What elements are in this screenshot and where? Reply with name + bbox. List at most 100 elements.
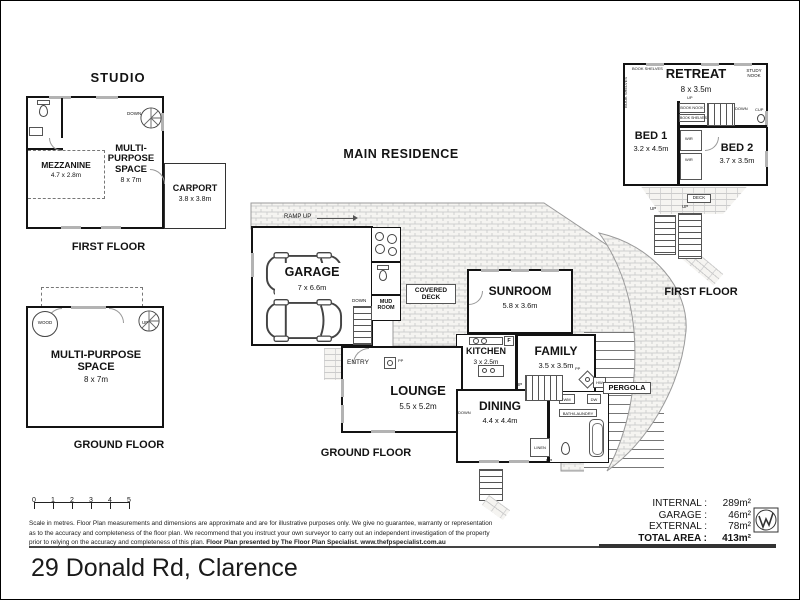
window-mark [341,405,344,423]
window-mark [161,113,164,131]
room-dims: 3 x 2.5m [473,358,499,366]
spiral-stairs-icon [140,107,162,129]
ramp-up-label: RAMP UP [284,214,312,220]
room-name: MULTI-PURPOSE SPACE [107,143,155,175]
window-mark [49,96,71,99]
window-mark [765,111,768,127]
lounge-room [341,346,463,433]
area-value: 413m² [722,532,751,544]
stairs-up-label: UP [650,206,657,211]
bed1-label: BED 1 3.2 x 4.5m [625,130,677,155]
stairs-up-label: UP [682,204,689,209]
toilet-icon [561,442,570,455]
area-value: 78m² [728,521,751,532]
stairs [707,103,735,126]
book-shelves-label: BOOK SHELVES [679,114,707,122]
stairs [678,213,702,259]
studio-title: STUDIO [90,70,146,85]
room-dims: 8 x 7m [120,176,142,184]
window-mark [509,460,529,463]
book-shelves-label: BOOK SHELVES [632,66,663,71]
area-value: 289m² [722,498,751,509]
heater-flue-icon [387,360,393,366]
scale-tick-label: 2 [70,497,74,504]
scale-tick-label: 4 [108,497,112,504]
room-dims: 5.8 x 3.6m [502,300,538,310]
room-dims: 8 x 3.5m [680,85,712,95]
room-name: RETREAT [665,66,727,81]
bath-inner [592,423,603,455]
window-mark [101,226,121,229]
wir-label: WIR [685,157,693,162]
entry-label: ENTRY [347,359,369,366]
room-name: MULTI-PURPOSE SPACE [50,349,142,373]
wall [677,101,680,184]
retreat-first-floor-label: FIRST FLOOR [664,286,738,298]
room-name: MEZZANINE [41,160,91,170]
room-dims: 4.4 x 4.4m [482,415,518,425]
room-dims: 3.8 x 3.8m [178,195,212,203]
mezzanine-label: MEZZANINE 4.7 x 2.8m [31,160,101,180]
scale-baseline [34,502,129,503]
room-name: KITCHEN [466,346,506,356]
scale-tick-label: 0 [32,497,36,504]
window-mark [646,63,664,66]
vanity-icon [29,127,43,136]
disclaimer-bold: Floor Plan presented by The Floor Plan S… [206,539,446,546]
studio1-multi-label: MULTI-PURPOSE SPACE 8 x 7m [102,143,160,185]
cooktop-icon [490,368,495,373]
laundry-tub-icon [387,234,397,244]
window-mark [251,253,254,277]
window-mark [541,269,559,272]
sink-icon [481,338,487,344]
disclaimer: Scale in metres. Floor Plan measurements… [29,519,574,548]
deck-label: DECK [687,194,711,203]
room-dims: 8 x 7m [83,374,108,384]
pot-belly-flue-icon [585,377,590,382]
dining-label: DINING 4.4 x 4.4m [467,400,533,426]
room-name: GARAGE [284,265,340,279]
carport-label: CARPORT 3.8 x 3.8m [165,183,225,203]
stairs-up-label: UP [546,458,553,463]
studio-first-floor-label: FIRST FLOOR [71,241,146,253]
main-residence-title: MAIN RESIDENCE [343,147,459,161]
room-name: DINING [479,399,521,413]
room-name: CARPORT [172,183,218,193]
ramp-arrowhead [353,215,358,221]
window-mark [765,151,768,167]
stairs [654,215,676,255]
wall [28,148,63,150]
stairs-down-label: DOWN [458,410,471,415]
family-label: FAMILY 3.5 x 3.5m [518,345,594,371]
area-label: EXTERNAL : [649,521,707,532]
linen-cupboard: LINEN [530,438,550,457]
wir-label: WIR [685,136,693,141]
cistern-icon [37,100,50,105]
garage-label-backing [275,263,349,297]
window-mark [734,63,752,66]
wall [372,261,400,263]
main-ground-floor-label: GROUND FLOOR [320,447,412,459]
window-mark [511,269,529,272]
fridge-icon: F [504,336,514,346]
room-name: BED 2 [720,142,754,154]
total-underline [599,544,776,548]
book-shelves-label: BOOK SHELVES [623,77,628,108]
stairs [525,375,563,401]
sunroom-room [467,269,573,334]
sunroom-label: SUNROOM 5.8 x 3.6m [469,285,571,311]
room-dims: 4.7 x 2.8m [50,172,82,180]
disclaimer-line: prior to relying on the accuracy and com… [29,538,574,548]
laundry-tub-icon [388,247,397,256]
basin-icon [757,114,765,123]
window-mark [96,96,118,99]
laundry-tub-icon [375,232,384,241]
book-nook-label: BOOK NOOK [679,103,705,113]
room-dims: 7 x 6.6m [297,282,327,292]
window-mark [61,226,81,229]
stairs-down-label: DOWN [352,298,367,303]
study-nook-label: STUDY NOOK [746,68,762,78]
floor-plan-specialist-logo-icon [753,507,779,533]
laundry-tub-icon [375,244,385,254]
